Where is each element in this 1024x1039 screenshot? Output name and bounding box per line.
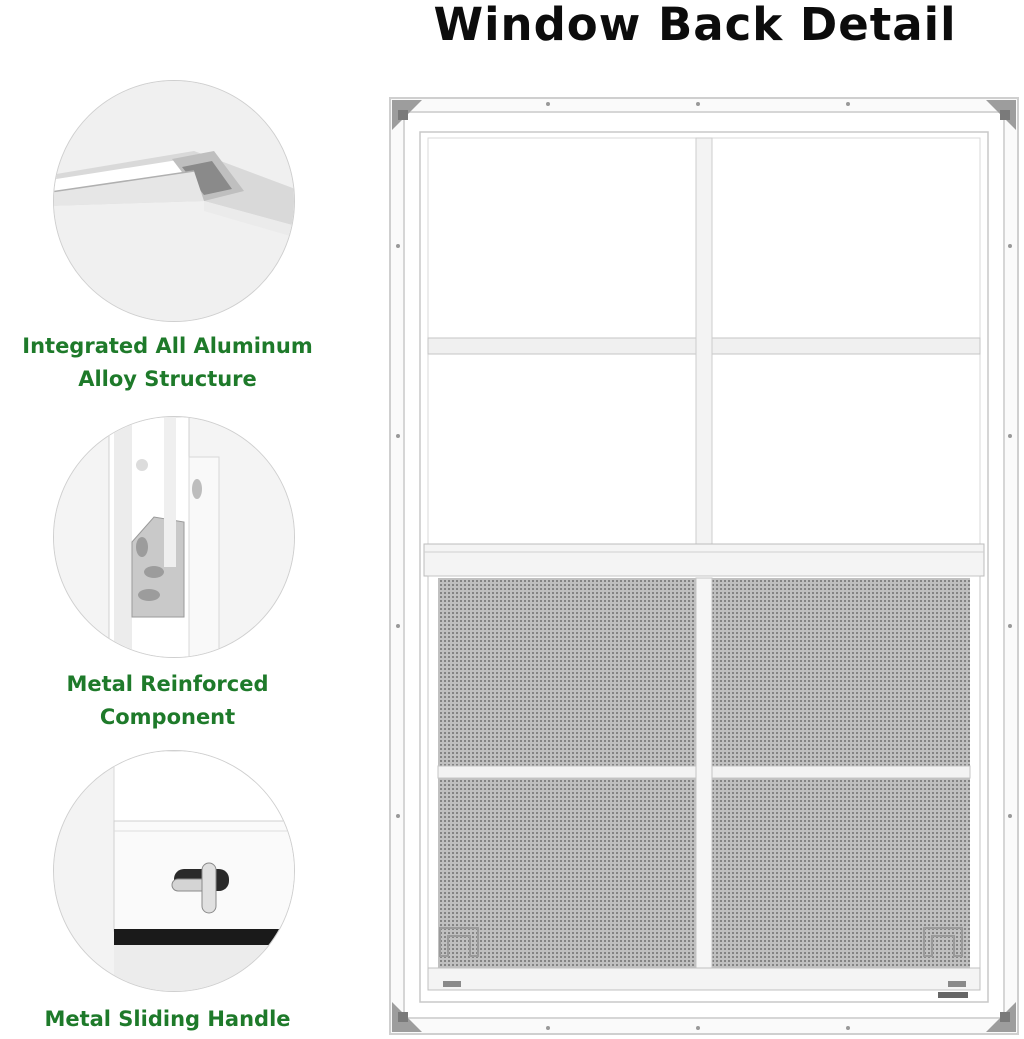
corner-bracket-icon (53, 416, 295, 658)
window-illustration (388, 96, 1020, 1036)
feature-caption-line1: Metal Reinforced (66, 672, 269, 696)
page-title: Window Back Detail (433, 0, 957, 51)
feature-caption-line1: Integrated All Aluminum (22, 334, 313, 358)
sliding-handle-icon (53, 750, 295, 992)
feature-caption-line2: Alloy Structure (78, 367, 257, 391)
feature-caption-line1: Metal Sliding Handle (44, 1007, 291, 1031)
aluminum-profile-icon (53, 80, 295, 322)
feature-caption-line2: Component (99, 705, 236, 729)
